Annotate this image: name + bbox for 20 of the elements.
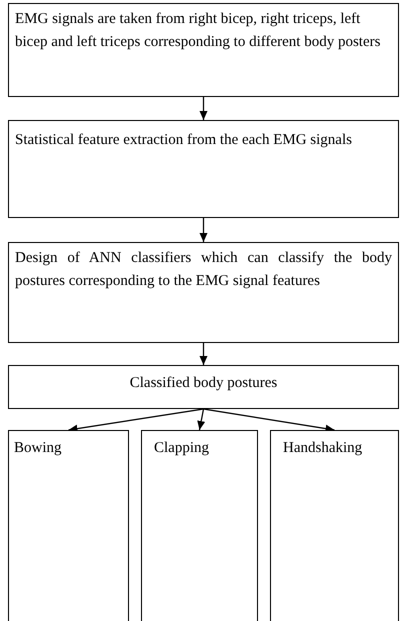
arrow: [68, 408, 204, 433]
process-box: [270, 430, 399, 621]
arrow: [200, 343, 208, 365]
process-box: [8, 242, 399, 343]
box-text: Classified body postures: [128, 374, 278, 393]
process-box: [8, 3, 399, 97]
box-text: EMG signals are taken from right bicep, right triceps, left bicep and left triceps corresponding to different body posters: [15, 10, 382, 52]
box-text: Design of ANN classifiers which can classify the body postures corresponding to the EMG signal features: [15, 249, 392, 292]
arrow: [200, 97, 208, 120]
box-text: Statistical feature extraction from the each EMG signals: [15, 131, 353, 150]
process-box: [141, 430, 258, 621]
arrow: [203, 408, 335, 433]
arrow: [197, 408, 206, 430]
process-box: [8, 365, 399, 409]
process-box: [8, 120, 399, 218]
process-box: [8, 430, 129, 621]
box-text: Bowing: [14, 439, 63, 458]
box-text: Clapping: [154, 439, 210, 458]
box-text: Handshaking: [283, 439, 364, 458]
arrow: [200, 218, 208, 242]
